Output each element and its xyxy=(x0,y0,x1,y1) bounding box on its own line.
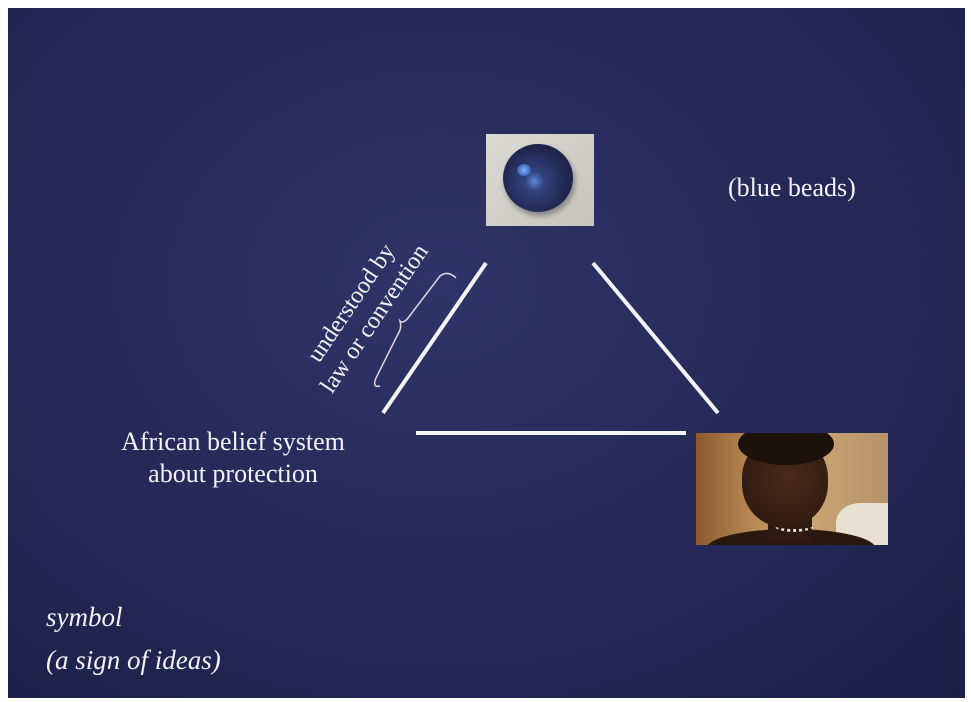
triangle-right-edge xyxy=(591,261,720,415)
triangle-left-edge xyxy=(381,261,488,415)
sign-type-label: symbol xyxy=(46,602,123,632)
object-label: (blue beads) xyxy=(728,173,856,202)
slide: (blue beads) African belief system about… xyxy=(8,8,965,698)
semiotic-triangle xyxy=(373,261,720,435)
interpretant-line-2: about protection xyxy=(148,459,318,488)
interpretant-label: African belief system about protection xyxy=(68,426,398,490)
curly-brace xyxy=(373,272,457,388)
sign-type-definition: (a sign of ideas) xyxy=(46,645,221,675)
portrait-image xyxy=(696,433,888,545)
blue-bead-image xyxy=(486,134,594,226)
interpretant-line-1: African belief system xyxy=(121,427,345,456)
